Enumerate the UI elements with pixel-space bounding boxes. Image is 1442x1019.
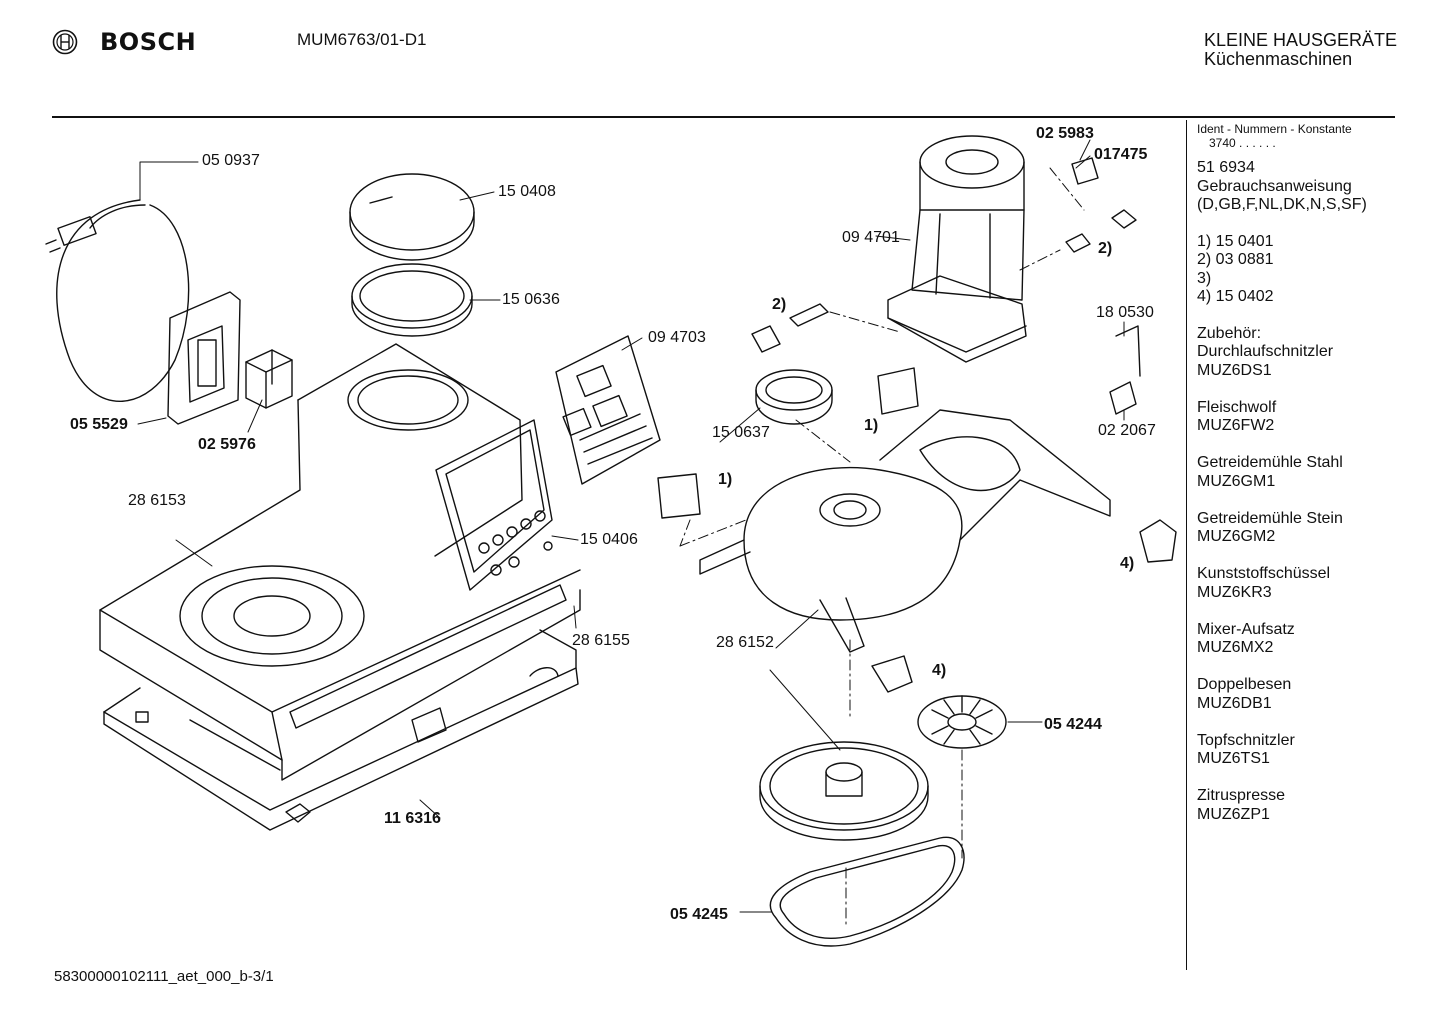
footnote-4: 4) 15 0402 — [1197, 288, 1274, 305]
accessory-item: Getreidemühle Stahl MUZ6GM1 — [1197, 454, 1397, 491]
accessory-code: MUZ6DS1 — [1197, 361, 1272, 379]
power-cord — [45, 199, 190, 402]
reference-marker: 1) — [864, 417, 879, 434]
drive-belt — [769, 836, 965, 947]
leader-lines — [137, 139, 1125, 913]
part-label: 15 0637 — [712, 424, 770, 441]
part-label: 02 5983 — [1036, 125, 1094, 142]
sidebar-divider — [1186, 120, 1187, 970]
reference-marker: 4) — [1120, 555, 1135, 572]
seal-ring — [351, 263, 473, 337]
switch-component — [245, 349, 293, 409]
part-label: 28 6152 — [716, 634, 774, 651]
document-id: 58300000102111_aet_000_b-3/1 — [54, 968, 274, 985]
accessory-item: Kunststoffschüssel MUZ6KR3 — [1197, 565, 1397, 602]
reference-marker: 4) — [932, 662, 947, 679]
brand-name: BOSCH — [100, 28, 197, 56]
accessory-code: MUZ6GM1 — [1197, 472, 1276, 490]
small-clips — [657, 325, 1177, 693]
exploded-parts-diagram — [45, 135, 1177, 947]
footnote-3: 3) — [1197, 269, 1212, 287]
accessory-name: Zitruspresse — [1197, 787, 1286, 804]
reference-marker: 1) — [718, 471, 733, 488]
accessory-name: Topfschnitzler — [1197, 731, 1295, 749]
part-label: 02 5976 — [198, 436, 256, 453]
fan-wheel — [917, 695, 1007, 749]
footnote-1: 1) 15 0401 — [1197, 232, 1274, 250]
gear-housing — [699, 409, 1111, 653]
part-label: 28 6153 — [128, 492, 186, 509]
part-label: 017475 — [1094, 146, 1148, 163]
header-divider — [52, 116, 1395, 118]
part-label: 18 0530 — [1096, 304, 1154, 321]
accessory-code: MUZ6FW2 — [1197, 417, 1275, 434]
part-label: 05 5529 — [70, 416, 128, 433]
accessory-code: MUZ6MX2 — [1197, 639, 1274, 656]
main-housing — [99, 343, 581, 781]
cover-disc — [349, 173, 475, 261]
drive-pulley — [759, 741, 929, 841]
accessory-item: Fleischwolf MUZ6FW2 — [1197, 399, 1397, 436]
part-label: 05 0937 — [202, 152, 260, 169]
bosch-logo: BOSCH — [52, 28, 196, 56]
model-number: MUM6763/01-D1 — [297, 30, 427, 49]
part-label: 09 4703 — [648, 329, 706, 346]
reference-marker: 2) — [772, 296, 787, 313]
part-label: 02 2067 — [1098, 422, 1156, 439]
part-label: 09 4701 — [842, 229, 900, 246]
accessory-name: Doppelbesen — [1197, 676, 1292, 693]
accessory-item: Durchlaufschnitzler MUZ6DS1 — [1197, 343, 1397, 380]
accessory-item: Mixer-Aufsatz MUZ6MX2 — [1197, 621, 1397, 658]
accessory-item: Getreidemühle Stein MUZ6GM2 — [1197, 510, 1397, 547]
accessory-item: Doppelbesen MUZ6DB1 — [1197, 676, 1397, 713]
part-label: 15 0408 — [498, 183, 556, 200]
accessory-name: Durchlaufschnitzler — [1197, 343, 1334, 360]
ident-value: 3740 . . . . . . — [1209, 136, 1276, 150]
manual-title: Gebrauchsanweisung — [1197, 177, 1352, 195]
part-label: 28 6155 — [572, 632, 630, 649]
part-label: 15 0406 — [580, 531, 638, 548]
category-subtitle: Küchenmaschinen — [1204, 49, 1353, 69]
accessory-code: MUZ6TS1 — [1197, 750, 1270, 767]
accessories-title: Zubehör: — [1197, 324, 1262, 342]
base-plate — [103, 629, 579, 831]
part-label: 05 4244 — [1044, 716, 1102, 733]
accessory-name: Mixer-Aufsatz — [1197, 620, 1295, 638]
ident-title: Ident - Nummern - Konstante — [1197, 122, 1352, 136]
part-label: 15 0636 — [502, 291, 560, 308]
manual-languages: (D,GB,F,NL,DK,N,S,SF) — [1197, 196, 1367, 213]
accessory-code: MUZ6DB1 — [1197, 694, 1272, 712]
reference-marker: 2) — [1098, 240, 1113, 257]
part-label: 05 4245 — [670, 906, 728, 923]
accessory-name: Getreidemühle Stein — [1197, 509, 1343, 527]
accessory-item: Zitruspresse MUZ6ZP1 — [1197, 787, 1397, 824]
assembly-axes — [679, 167, 1085, 929]
accessory-name: Getreidemühle Stahl — [1197, 454, 1343, 471]
footnote-2: 2) 03 0881 — [1197, 251, 1274, 268]
accessory-item: Topfschnitzler MUZ6TS1 — [1197, 732, 1397, 769]
accessory-code: MUZ6ZP1 — [1197, 805, 1270, 823]
cord-clip — [167, 291, 241, 425]
control-board — [555, 335, 661, 485]
category-title: KLEINE HAUSGERÄTE — [1204, 30, 1398, 50]
motor-unit — [887, 135, 1027, 363]
accessory-code: MUZ6GM2 — [1197, 528, 1276, 545]
sidebar-panel: Ident - Nummern - Konstante 3740 . . . .… — [1197, 122, 1397, 843]
accessory-name: Fleischwolf — [1197, 398, 1277, 416]
carbon-brushes — [751, 157, 1137, 353]
bearing-ring — [755, 369, 833, 425]
bosch-armature-icon — [52, 29, 78, 55]
part-label: 11 6316 — [384, 810, 441, 827]
accessory-name: Kunststoffschüssel — [1197, 565, 1331, 582]
accessory-code: MUZ6KR3 — [1197, 583, 1272, 601]
manual-number: 51 6934 — [1197, 159, 1255, 176]
